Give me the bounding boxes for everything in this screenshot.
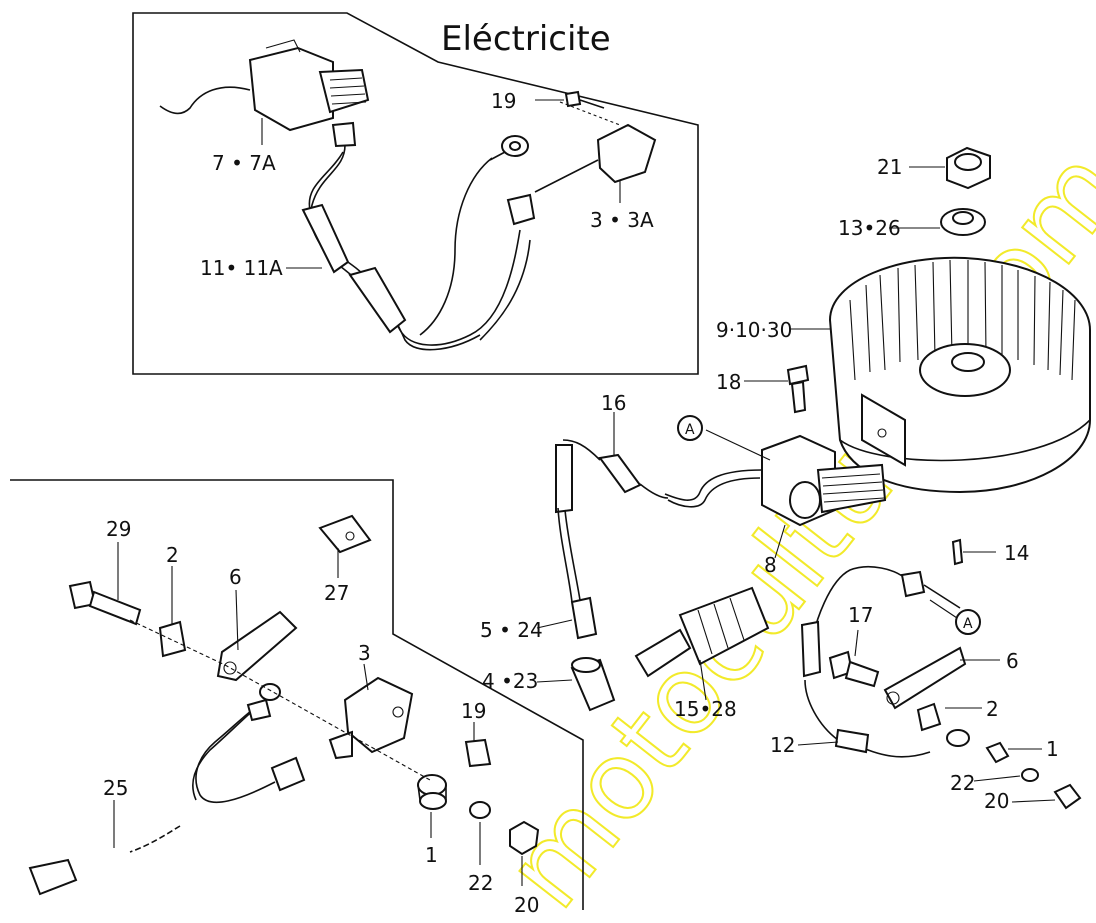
callout-3-3a: 3 • 3A xyxy=(590,208,654,232)
screw-19-inset xyxy=(564,90,605,109)
callout-19-inset: 19 xyxy=(491,89,516,113)
marker-a-upper-label: A xyxy=(685,422,695,438)
bolt-29 xyxy=(68,580,142,626)
woodruff-key-14 xyxy=(951,538,964,566)
callout-21: 21 xyxy=(877,155,902,179)
wire-12 xyxy=(800,565,970,758)
callout-13-26: 13•26 xyxy=(838,216,901,240)
flywheel-9-10-30 xyxy=(828,256,1091,494)
callout-9-10-30: 9·10·30 xyxy=(716,318,792,342)
callout-3-left: 3 xyxy=(358,641,371,665)
nut-1-right xyxy=(985,741,1010,764)
ignition-coil-inset xyxy=(159,39,370,132)
callout-20-right: 20 xyxy=(984,789,1009,813)
clip-27 xyxy=(318,514,372,554)
washer-13-26 xyxy=(940,208,986,236)
lower-left-section-frame xyxy=(10,479,584,910)
callout-19-left: 19 xyxy=(461,699,486,723)
callout-22-right: 22 xyxy=(950,771,975,795)
screw-19-left xyxy=(464,738,492,768)
callout-14: 14 xyxy=(1004,541,1029,565)
nut-20-right xyxy=(1053,783,1082,810)
flywheel-nut-21 xyxy=(946,146,991,190)
grommet-2-right xyxy=(916,702,942,732)
alignment-line-left xyxy=(129,619,431,781)
callout-16: 16 xyxy=(601,391,626,415)
grommet-2-left xyxy=(158,620,187,658)
callout-4-23: 4 •23 xyxy=(482,669,538,693)
washer-22-left xyxy=(469,801,491,819)
callout-25: 25 xyxy=(103,776,128,800)
inset-frame xyxy=(132,12,699,375)
callout-27: 27 xyxy=(324,581,349,605)
washer-22-right xyxy=(1021,768,1039,782)
wire-harness-inset xyxy=(301,121,536,351)
callout-17: 17 xyxy=(848,603,873,627)
spark-plug-cap-4-23 xyxy=(570,657,616,712)
callout-2-left: 2 xyxy=(166,543,179,567)
stop-switch-3-left xyxy=(328,676,414,760)
callout-11-11a: 11• 11A xyxy=(200,256,283,280)
ignition-coil-8 xyxy=(664,434,887,527)
callout-6-right: 6 xyxy=(1006,649,1019,673)
callout-6-left: 6 xyxy=(229,565,242,589)
hv-lead-5-24 xyxy=(555,444,598,640)
callout-2-right: 2 xyxy=(986,697,999,721)
plate-6-left xyxy=(216,610,298,682)
reference-marker-a-upper xyxy=(677,415,703,441)
callout-18: 18 xyxy=(716,370,741,394)
spacer-1-left xyxy=(417,774,447,810)
ground-wire-16 xyxy=(562,439,669,499)
plate-6-right xyxy=(883,646,967,710)
stop-switch-inset xyxy=(534,101,657,193)
callout-1-left: 1 xyxy=(425,843,438,867)
callout-1-right: 1 xyxy=(1046,737,1059,761)
callout-12: 12 xyxy=(770,733,795,757)
reference-marker-a-lower xyxy=(955,609,981,635)
wire-25 xyxy=(28,683,306,896)
callout-20-left: 20 xyxy=(514,893,539,917)
marker-a-lower-label: A xyxy=(963,616,973,632)
callout-22-left: 22 xyxy=(468,871,493,895)
callout-labels: 7 • 7A 19 3 • 3A 11• 11A 21 13•26 9·10·3… xyxy=(103,89,1059,917)
callout-8: 8 xyxy=(764,553,777,577)
callout-5-24: 5 • 24 xyxy=(480,618,543,642)
callout-29: 29 xyxy=(106,517,131,541)
leader-lines xyxy=(113,99,1056,886)
bolt-18 xyxy=(786,364,810,414)
nut-20-left xyxy=(509,820,540,856)
callout-15-28: 15•28 xyxy=(674,697,737,721)
diagram-title: Eléctricite xyxy=(441,19,611,59)
bolt-17 xyxy=(828,650,880,688)
callout-7-7a: 7 • 7A xyxy=(212,151,276,175)
spark-plug-15-28 xyxy=(634,586,770,678)
